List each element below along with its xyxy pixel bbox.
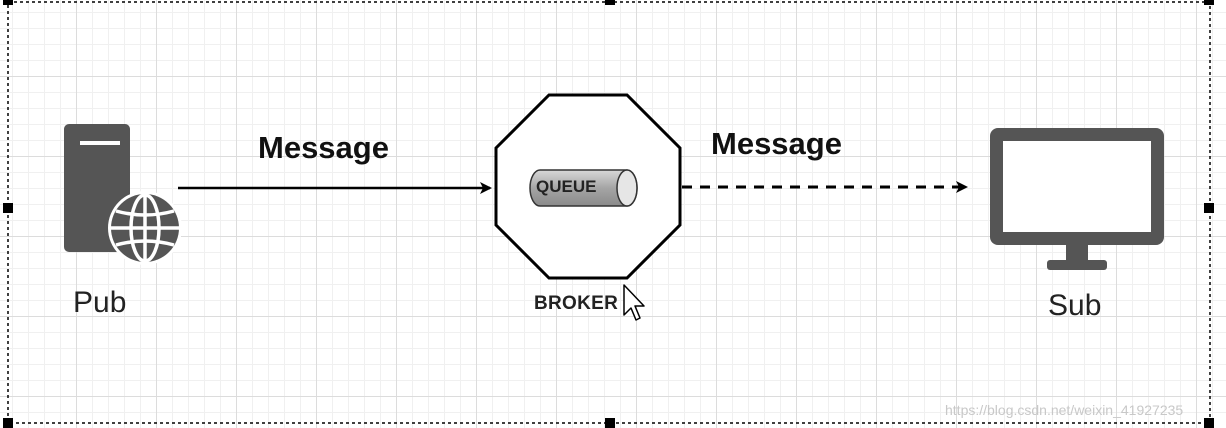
server-globe-icon[interactable] [64,124,182,265]
handle-middle-right [1204,203,1214,213]
handle-top-right [1204,0,1214,5]
handle-bottom-left [3,418,13,428]
monitor-icon[interactable] [990,128,1164,270]
watermark-text: https://blog.csdn.net/weixin_41927235 [945,402,1184,418]
edge-label-broker-to-sub: Message [711,126,842,161]
queue-cylinder-icon[interactable] [529,169,638,207]
queue-label: QUEUE [536,177,597,196]
broker-label: BROKER [534,293,619,314]
handle-top-left [3,0,13,5]
handle-bottom-right [1204,418,1214,428]
handle-top-center [605,0,615,5]
subscriber-label: Sub [1048,289,1102,322]
edge-label-pub-to-broker: Message [258,130,389,165]
publisher-label: Pub [73,286,127,319]
handle-bottom-center [605,418,615,428]
mouse-cursor-icon [623,284,645,321]
selection-handles[interactable] [3,0,1214,428]
handle-middle-left [3,203,13,213]
